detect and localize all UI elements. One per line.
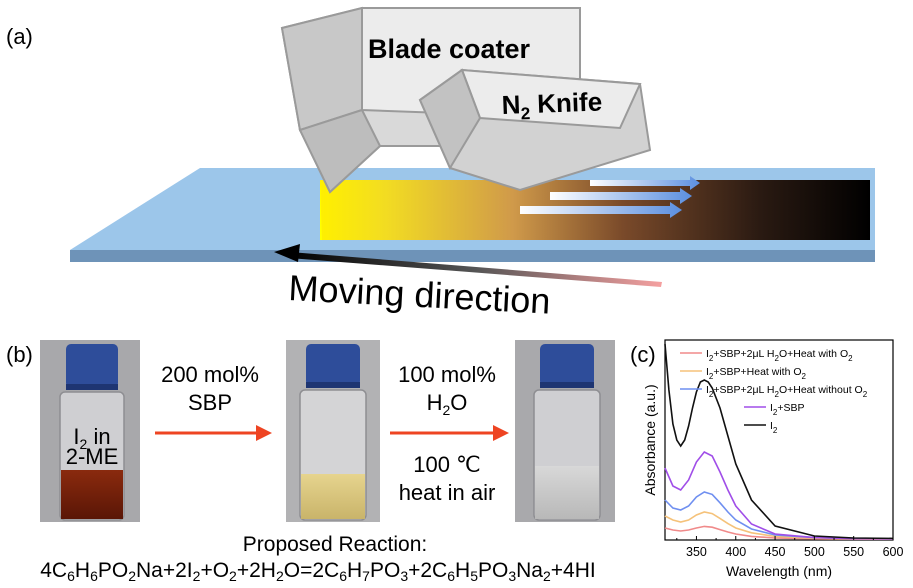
- legend-entry-1: I2+SBP+Heat with O2: [706, 366, 807, 381]
- reaction-arrow-2: 100 mol% H2O 100 ℃ heat in air: [390, 362, 509, 505]
- series-line-4: [664, 343, 894, 540]
- reaction-equation: 4C6H6PO2Na+2I2+O2+2H2O=2C6H7PO3+2C6H5PO3…: [40, 559, 595, 584]
- vial1-label-line1: I2 in: [73, 424, 110, 452]
- x-tick-label: 600: [883, 545, 904, 559]
- vial-cap: [306, 344, 360, 386]
- n2-knife: N2 Knife: [418, 68, 652, 192]
- legend-entry-4: I2: [770, 420, 778, 435]
- series-line-3: [664, 450, 894, 540]
- vial-liquid-dark-red: [61, 470, 123, 519]
- x-tick-label: 450: [765, 545, 786, 559]
- vial-liquid-pale-yellow: [301, 474, 365, 519]
- vial-cap: [540, 344, 594, 386]
- blade-coater-label: Blade coater: [368, 34, 531, 64]
- x-tick-label: 400: [725, 545, 746, 559]
- legend-entry-2: I2+SBP+2μL H2O+Heat without O2: [706, 384, 868, 399]
- x-axis-label: Wavelength (nm): [726, 563, 832, 579]
- x-tick-label: 350: [686, 545, 707, 559]
- step1-line2: SBP: [188, 390, 232, 415]
- substrate: [70, 168, 875, 262]
- legend-entry-0: I2+SBP+2μL H2O+Heat with O2: [706, 348, 853, 363]
- x-tick-label: 550: [843, 545, 864, 559]
- vial-photo-3: [515, 340, 615, 522]
- y-axis-label: Absorbance (a.u.): [642, 384, 658, 495]
- panel-b-label: (b): [6, 342, 33, 367]
- vial-liquid-colorless: [535, 466, 599, 519]
- gas-flow-arrows: [520, 176, 700, 218]
- x-tick-label: 500: [804, 545, 825, 559]
- plot-frame: [664, 339, 894, 541]
- vial1-label-line2: 2-ME: [66, 444, 119, 469]
- reaction-arrow-1: 200 mol% SBP: [155, 362, 272, 441]
- series-line-0: [664, 525, 893, 540]
- panel-c-label: (c): [630, 342, 656, 367]
- panel-a-label: (a): [6, 24, 33, 49]
- step1-line1: 200 mol%: [161, 362, 259, 387]
- step2-line3: 100 ℃: [413, 452, 481, 477]
- vial-photo-1: I2 in 2-ME: [40, 340, 140, 522]
- legend-entry-3: I2+SBP: [770, 402, 805, 417]
- vial-cap: [66, 344, 118, 388]
- reaction-title: Proposed Reaction:: [243, 533, 427, 556]
- step2-line4: heat in air: [399, 480, 496, 505]
- vial-photo-2: [286, 340, 380, 522]
- step2-line2: H2O: [427, 390, 468, 418]
- series-line-1: [664, 511, 894, 540]
- step2-line1: 100 mol%: [398, 362, 496, 387]
- substrate-side: [70, 250, 875, 262]
- n2-knife-label: N2 Knife: [501, 87, 603, 124]
- series-line-2: [664, 491, 894, 540]
